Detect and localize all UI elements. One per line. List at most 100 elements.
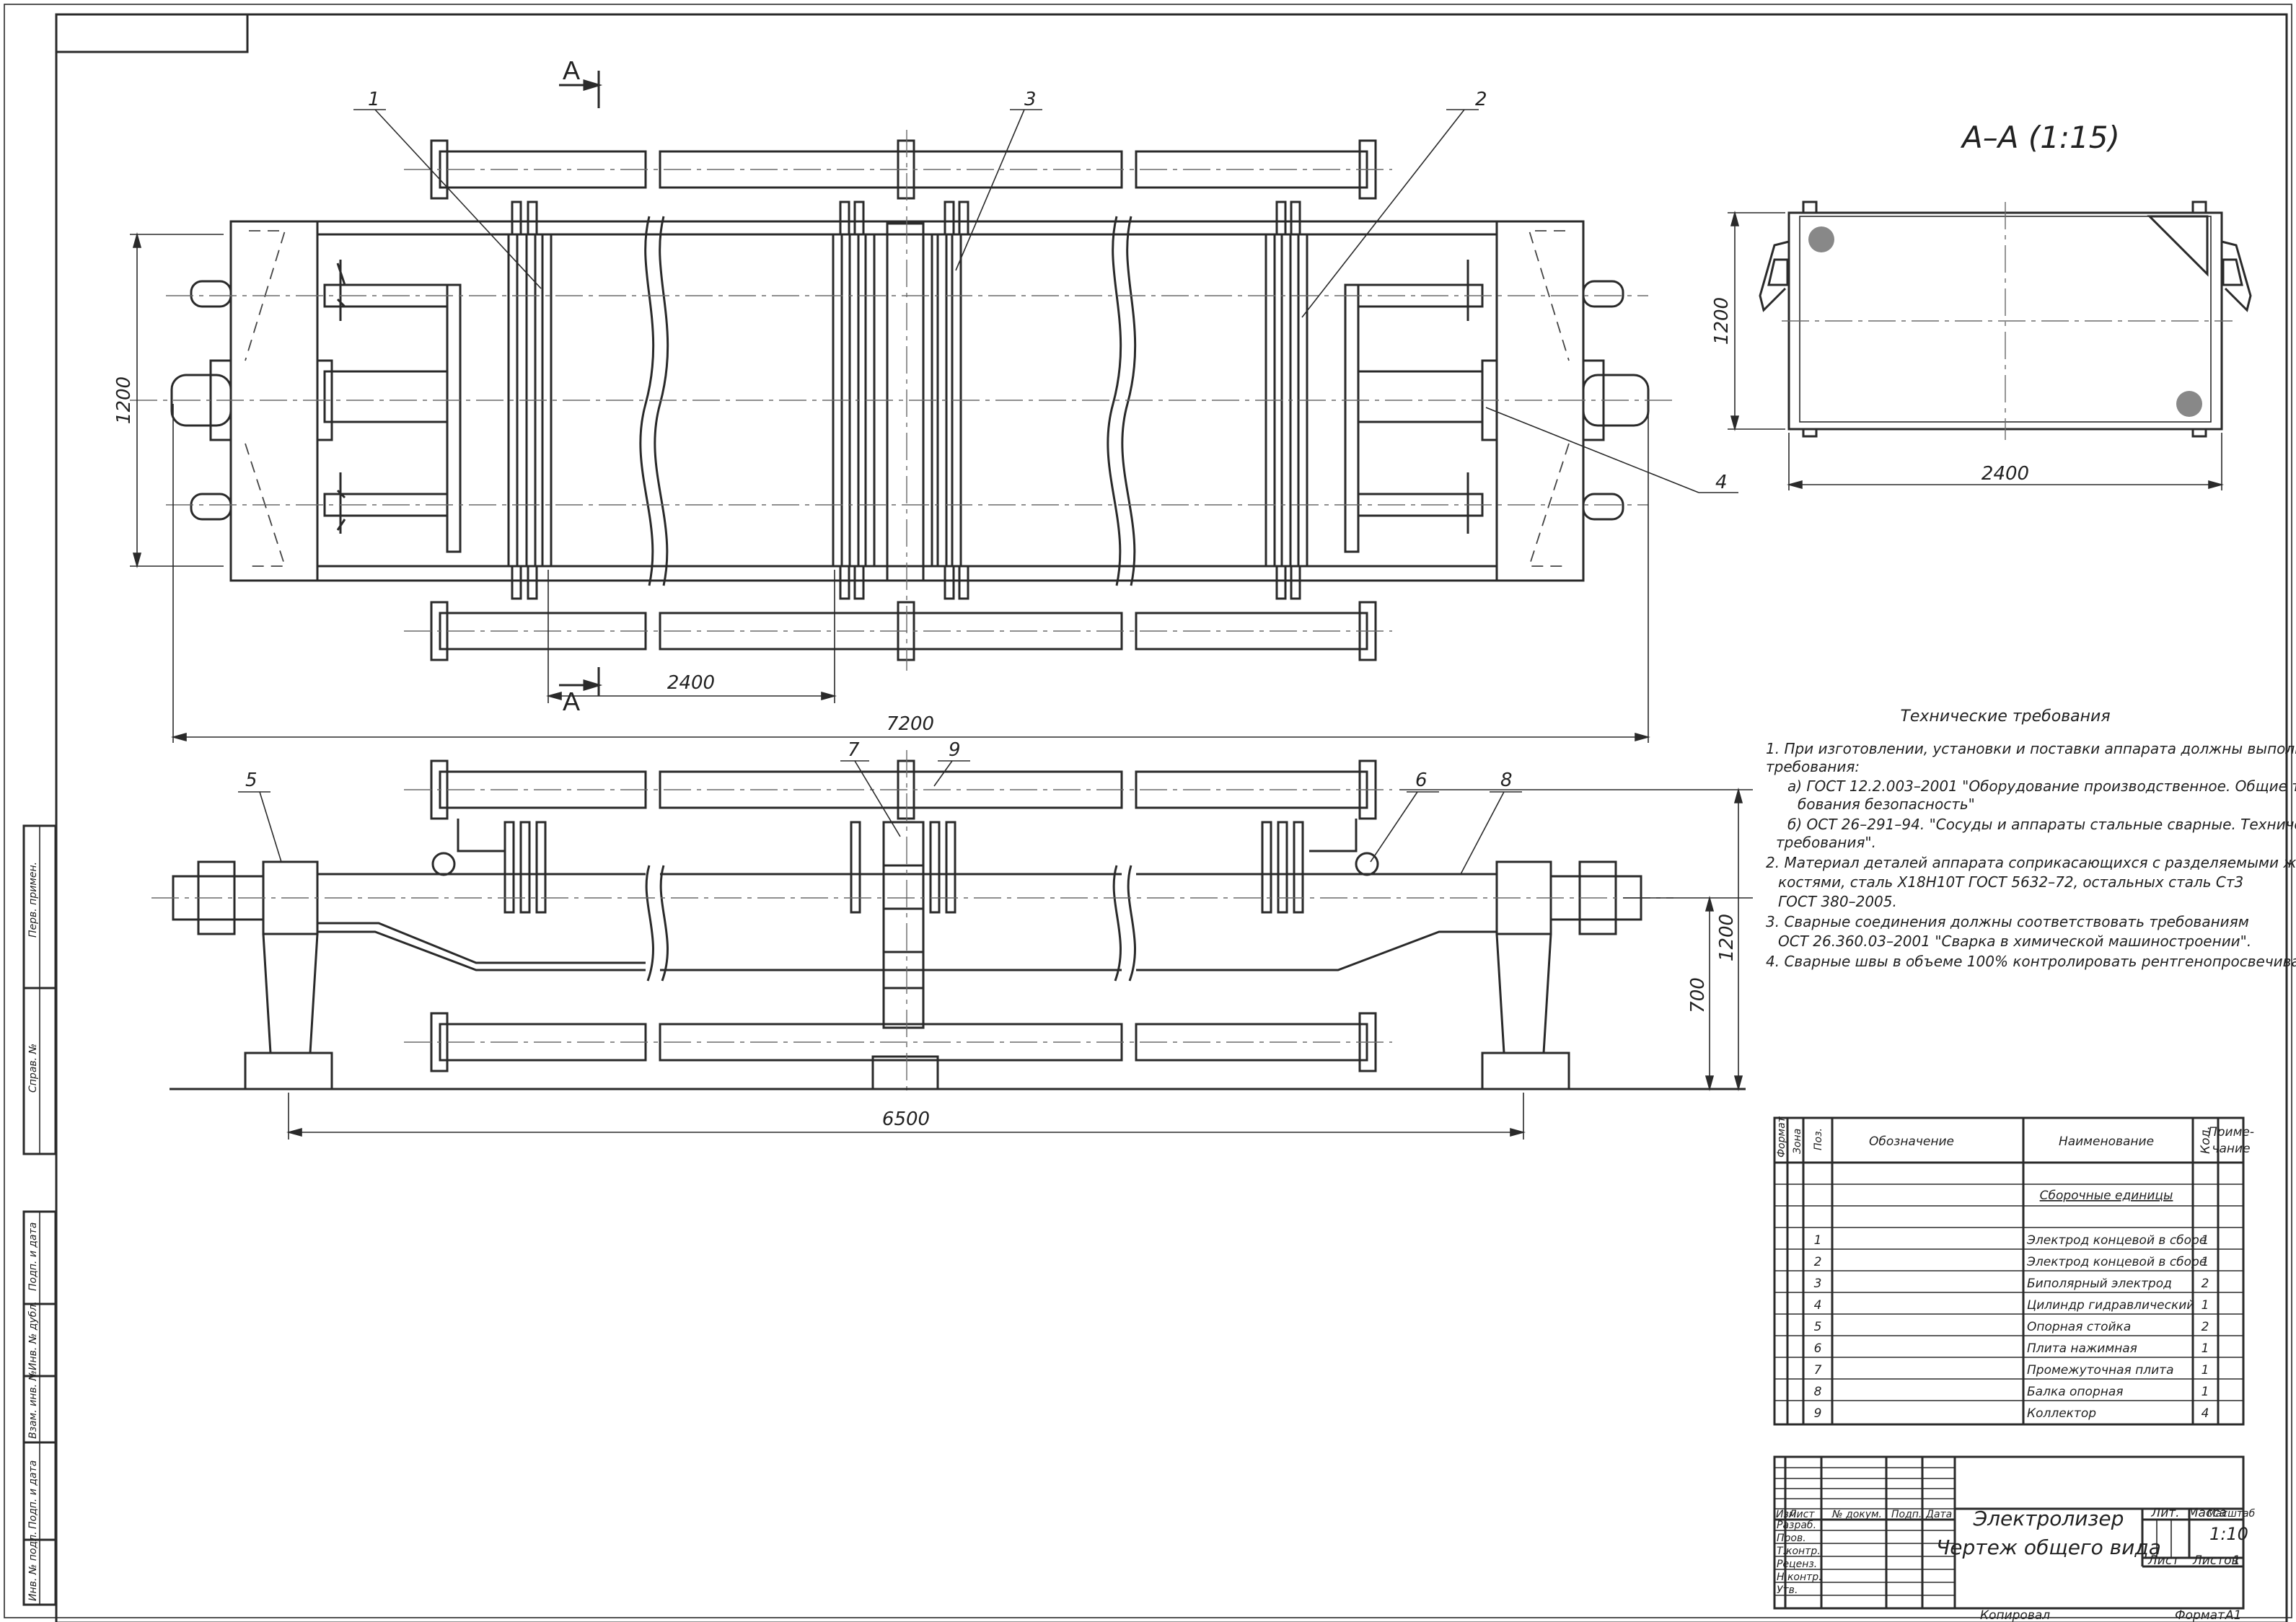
stamp-sign-date-1: Подп. и дата [27, 1222, 39, 1291]
bom-name-1: Электрод концевой в сборе [2026, 1233, 2207, 1248]
bom-name-9: Коллектор [2027, 1406, 2096, 1421]
tb-col-izm: Изм. [1776, 1509, 1800, 1520]
tb-scale-label: Масштаб [2207, 1508, 2256, 1520]
tb-role-reviewer: Реценз. [1777, 1559, 1817, 1570]
technical-requirements: Технические требования 1. При изготовлен… [1766, 708, 2296, 970]
callout-9: 9 [949, 739, 961, 761]
tb-sheets: Листов [2192, 1553, 2239, 1568]
support-beam [317, 873, 1497, 971]
bom-qty-4: 1 [2202, 1298, 2209, 1313]
req-line-10: ОСТ 26.360.03–2001 "Сварка в химической … [1778, 933, 2251, 950]
bom-header-note-2: чание [2212, 1142, 2250, 1156]
bom-qty-5: 2 [2202, 1320, 2209, 1334]
dim-front-span: 6500 [882, 1108, 930, 1130]
tb-scale: 1:10 [2209, 1524, 2248, 1544]
plan-view: 1200 2400 7200 A A 1 3 2 4 [113, 56, 1738, 743]
section-mark-a-bottom: A [563, 687, 580, 716]
req-line-9: 3. Сварные соединения должны соответство… [1766, 913, 2249, 930]
bom-pos-1: 1 [1814, 1233, 1822, 1248]
section-view: A–A (1:15) 1200 2400 [1711, 120, 2252, 490]
callout-4: 4 [1715, 472, 1728, 493]
stamp-ref-no: Справ. № [27, 1044, 39, 1093]
bom-qty-2: 1 [2202, 1255, 2209, 1269]
bom-pos-2: 2 [1814, 1255, 1822, 1269]
callout-1: 1 [368, 89, 380, 110]
sheet-frame [4, 4, 2292, 1622]
tb-format-value: А1 [2225, 1608, 2241, 1622]
callout-3: 3 [1024, 89, 1037, 110]
tb-title-2: Чертеж общего вида [1936, 1535, 2161, 1559]
requirements-title: Технические требования [1900, 708, 2110, 726]
req-line-3: бования безопасность" [1798, 795, 1975, 813]
req-line-2: а) ГОСТ 12.2.003–2001 "Оборудование прои… [1787, 777, 2296, 795]
dim-plan-half: 2400 [667, 672, 715, 694]
tb-col-doc: № докум. [1831, 1509, 1882, 1520]
bom-qty-7: 1 [2202, 1363, 2209, 1378]
support-right [1481, 860, 1642, 1090]
req-line-6: 2. Материал деталей аппарата соприкасающ… [1766, 854, 2296, 871]
bom-rows: 1 Электрод концевой в сборе 1 2 Электрод… [1814, 1233, 2209, 1421]
bom-pos-3: 3 [1814, 1277, 1822, 1291]
req-line-8: ГОСТ 380–2005. [1778, 893, 1897, 910]
bom-section: Сборочные единицы [2040, 1189, 2173, 1203]
rods-left [323, 260, 449, 534]
bom-header-zone: Зона [1792, 1129, 1803, 1154]
dim-front-small: 700 [1687, 977, 1709, 1013]
section-mark-a-top: A [563, 56, 580, 85]
dim-front-big: 1200 [1716, 914, 1738, 961]
tb-title-1: Электролизер [1973, 1507, 2124, 1530]
bom-table: Формат Зона Поз. Обозначение Наименовани… [1773, 1116, 2254, 1426]
stamp-sign-date-2: Подп. и дата [27, 1460, 39, 1529]
dim-plan-total: 7200 [887, 713, 934, 735]
dim-section-height: 1200 [1711, 297, 1733, 345]
req-line-5: требования". [1776, 834, 1876, 851]
stamp-orig-inv: Инв. № подл. [27, 1531, 39, 1601]
tb-role-approved: Утв. [1777, 1584, 1798, 1596]
tb-role-tech: Т.контр. [1777, 1546, 1821, 1557]
tb-lit: Лит. [2150, 1506, 2179, 1520]
bom-name-7: Промежуточная плита [2027, 1363, 2174, 1378]
bom-header-pos: Поз. [1813, 1128, 1824, 1150]
front-view: 700 1200 6500 5 7 9 6 8 [151, 739, 1753, 1140]
tb-role-developer: Разраб. [1777, 1520, 1816, 1531]
stamp-dup-inv: Инв. № дубл. [27, 1301, 39, 1370]
tb-sheet: Лист [2147, 1553, 2180, 1568]
title-block: Изм. Лист № докум. Подп. Дата Разраб. Пр… [1773, 1455, 2256, 1622]
bom-pos-5: 5 [1814, 1320, 1822, 1334]
req-line-11: 4. Сварные швы в объеме 100% контролиров… [1766, 953, 2296, 970]
tb-col-date: Дата [1925, 1509, 1952, 1520]
bom-name-4: Цилиндр гидравлический [2027, 1298, 2194, 1313]
bom-qty-6: 1 [2202, 1341, 2209, 1356]
tb-role-checked: Пров. [1777, 1533, 1806, 1544]
tb-copied: Копировал [1980, 1608, 2050, 1622]
bom-name-2: Электрод концевой в сборе [2026, 1255, 2207, 1269]
support-left [172, 860, 333, 1090]
bom-qty-1: 1 [2202, 1233, 2209, 1248]
plan-dimensions [130, 232, 1650, 743]
callout-6: 6 [1415, 770, 1428, 791]
callout-7: 7 [848, 739, 860, 761]
bom-header-format: Формат [1776, 1116, 1787, 1158]
tb-col-list: Лист [1788, 1509, 1815, 1520]
plan-leaders [353, 109, 1738, 493]
bom-header-qty: Кол. [2199, 1126, 2213, 1154]
req-line-0: 1. При изготовлении, установки и поставк… [1766, 740, 2296, 757]
dim-section-width: 2400 [1981, 463, 2029, 485]
req-line-1: требования: [1766, 758, 1860, 775]
bom-name-3: Биполярный электрод [2027, 1277, 2172, 1291]
bom-name-6: Плита нажимная [2027, 1341, 2137, 1356]
req-line-4: б) ОСТ 26–291–94. "Сосуды и аппараты ста… [1787, 816, 2296, 833]
electrode-plates [507, 200, 1308, 600]
bom-header-note-1: Приме- [2208, 1125, 2254, 1140]
tb-format-label: Формат [2175, 1608, 2225, 1622]
dim-plan-height: 1200 [113, 376, 135, 424]
callout-5: 5 [245, 770, 258, 791]
bom-pos-7: 7 [1814, 1363, 1822, 1378]
bom-pos-8: 8 [1814, 1385, 1822, 1399]
tb-role-norm: Н.контр. [1777, 1572, 1822, 1583]
bom-pos-6: 6 [1814, 1341, 1822, 1356]
rods-right [1357, 260, 1484, 534]
section-marker-top [559, 71, 603, 696]
bom-name-8: Балка опорная [2027, 1385, 2124, 1399]
